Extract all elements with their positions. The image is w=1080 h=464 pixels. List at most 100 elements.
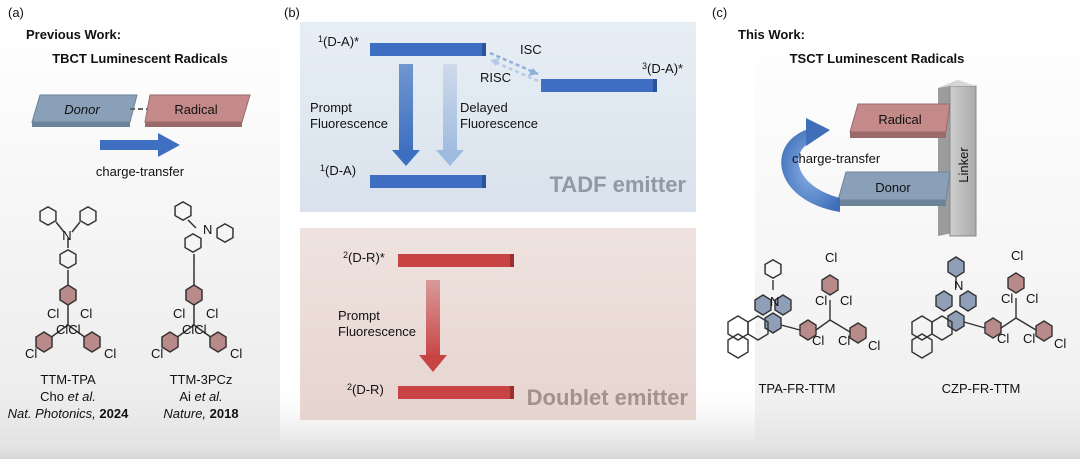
cl-a1: Cl xyxy=(47,306,59,321)
radical-block: Radical xyxy=(144,94,251,127)
s1-level xyxy=(370,43,482,56)
mol2-year: 2018 xyxy=(210,406,239,421)
mol2-author: Ai xyxy=(179,389,191,404)
d1-sup: 2 xyxy=(343,250,348,260)
s1-label: 1(D-A)* xyxy=(318,34,359,49)
t1-label: 3(D-A)* xyxy=(642,61,683,76)
cl-c4: Cl xyxy=(812,333,824,348)
isc-label: ISC xyxy=(520,42,542,57)
cl-d3: Cl xyxy=(1026,291,1038,306)
donor-block: Donor xyxy=(31,94,138,127)
s0-sup: 1 xyxy=(320,163,325,173)
cl-b1: Cl xyxy=(173,306,185,321)
s1-text: (D-A)* xyxy=(323,34,359,49)
czp-fr-nitrogen: N xyxy=(954,278,963,293)
molecule-tpa-fr-ttm xyxy=(727,259,867,359)
mol1-ref: Nat. Photonics, 2024 xyxy=(8,406,129,421)
pcz-nitrogen: N xyxy=(203,222,212,237)
t1-level xyxy=(541,79,653,92)
d0-level xyxy=(398,386,510,399)
mol1-journal: Nat. Photonics, xyxy=(8,406,96,421)
s0-text: (D-A) xyxy=(325,163,356,178)
s0-level xyxy=(370,175,482,188)
mol1-author: Cho xyxy=(40,389,64,404)
panel-a: (a) Previous Work: TBCT Luminescent Radi… xyxy=(8,5,251,421)
prompt-label-3: Prompt xyxy=(338,308,380,323)
cl-d4: Cl xyxy=(997,331,1009,346)
panel-c-heading: This Work: xyxy=(738,27,805,42)
s0-label: 1(D-A) xyxy=(320,163,356,178)
doublet-emitter-title: Doublet emitter xyxy=(527,385,689,410)
radical-slab: Radical xyxy=(849,103,951,138)
cl-d1: Cl xyxy=(1011,248,1023,263)
panel-a-label: (a) xyxy=(8,5,24,20)
tadf-emitter-title: TADF emitter xyxy=(550,172,687,197)
clcl-b1: ClCl xyxy=(182,322,207,337)
radical-slab-label: Radical xyxy=(878,112,921,127)
prompt-label-1: Prompt xyxy=(310,100,352,115)
cl-d2: Cl xyxy=(1001,291,1013,306)
mol1-year: 2024 xyxy=(99,406,129,421)
tpa-nitrogen: N xyxy=(62,228,71,243)
panel-a-title: TBCT Luminescent Radicals xyxy=(52,51,228,66)
panel-c-title: TSCT Luminescent Radicals xyxy=(790,51,965,66)
cl-c1: Cl xyxy=(825,250,837,265)
mol1-etal: et al. xyxy=(68,389,96,404)
t1-sup: 3 xyxy=(642,61,647,71)
clcl-a1: ClCl xyxy=(56,322,81,337)
cl-c6: Cl xyxy=(868,338,880,353)
risc-arrow xyxy=(494,60,539,83)
s1-sup: 1 xyxy=(318,34,323,44)
cl-b4: Cl xyxy=(230,346,242,361)
mol2-name: TTM-3PCz xyxy=(170,372,233,387)
charge-transfer-label: charge-transfer xyxy=(96,164,185,179)
panel-b: (b) 1(D-A)* 3(D-A)* ISC RISC Prompt Fluo… xyxy=(284,5,696,420)
panel-c: (c) This Work: TSCT Luminescent Radicals… xyxy=(712,5,1066,396)
prompt-label-2: Fluorescence xyxy=(310,116,388,131)
cl-c5: Cl xyxy=(838,333,850,348)
molecule-czp-fr-ttm xyxy=(911,256,1053,359)
isc-arrow xyxy=(489,51,539,76)
donor-label: Donor xyxy=(64,102,100,117)
charge-transfer-arrow xyxy=(100,133,180,157)
t1-text: (D-A)* xyxy=(647,61,683,76)
panel-a-heading: Previous Work: xyxy=(26,27,121,42)
d0-sup: 2 xyxy=(347,382,352,392)
tadf-box xyxy=(300,22,696,212)
tpa-fr-nitrogen: N xyxy=(770,294,779,309)
mol2-journal: Nature, xyxy=(163,406,206,421)
prompt-label-4: Fluorescence xyxy=(338,324,416,339)
cl-c3: Cl xyxy=(840,293,852,308)
mol2-citation: Ai et al. xyxy=(179,389,222,404)
curved-charge-transfer-arrow xyxy=(781,118,840,212)
cl-b3: Cl xyxy=(151,346,163,361)
linker-label: Linker xyxy=(956,147,971,183)
d0-text: (D-R) xyxy=(352,382,384,397)
d1-level xyxy=(398,254,510,267)
panel-b-label: (b) xyxy=(284,5,300,20)
cl-b2: Cl xyxy=(206,306,218,321)
cl-a3: Cl xyxy=(25,346,37,361)
mol1-name: TTM-TPA xyxy=(40,372,96,387)
mol1-citation: Cho et al. xyxy=(40,389,96,404)
donor-slab: Donor xyxy=(837,171,951,206)
cl-c2: Cl xyxy=(815,293,827,308)
cl-d5: Cl xyxy=(1023,331,1035,346)
molecule-ttm-tpa xyxy=(35,206,101,353)
mol2-ref: Nature, 2018 xyxy=(163,406,238,421)
cl-a4: Cl xyxy=(104,346,116,361)
panel-c-label: (c) xyxy=(712,5,727,20)
czp-fr-ttm-name: CZP-FR-TTM xyxy=(942,381,1021,396)
doublet-fluorescence-arrow xyxy=(426,280,440,358)
delayed-label-1: Delayed xyxy=(460,100,508,115)
risc-label: RISC xyxy=(480,70,511,85)
d0-label: 2(D-R) xyxy=(347,382,384,397)
d1-label: 2(D-R)* xyxy=(343,250,385,265)
delayed-label-2: Fluorescence xyxy=(460,116,538,131)
donor-slab-label: Donor xyxy=(875,180,911,195)
molecule-ttm-3pcz xyxy=(161,201,234,353)
delayed-fluorescence-arrow xyxy=(443,64,457,154)
d1-text: (D-R)* xyxy=(348,250,385,265)
